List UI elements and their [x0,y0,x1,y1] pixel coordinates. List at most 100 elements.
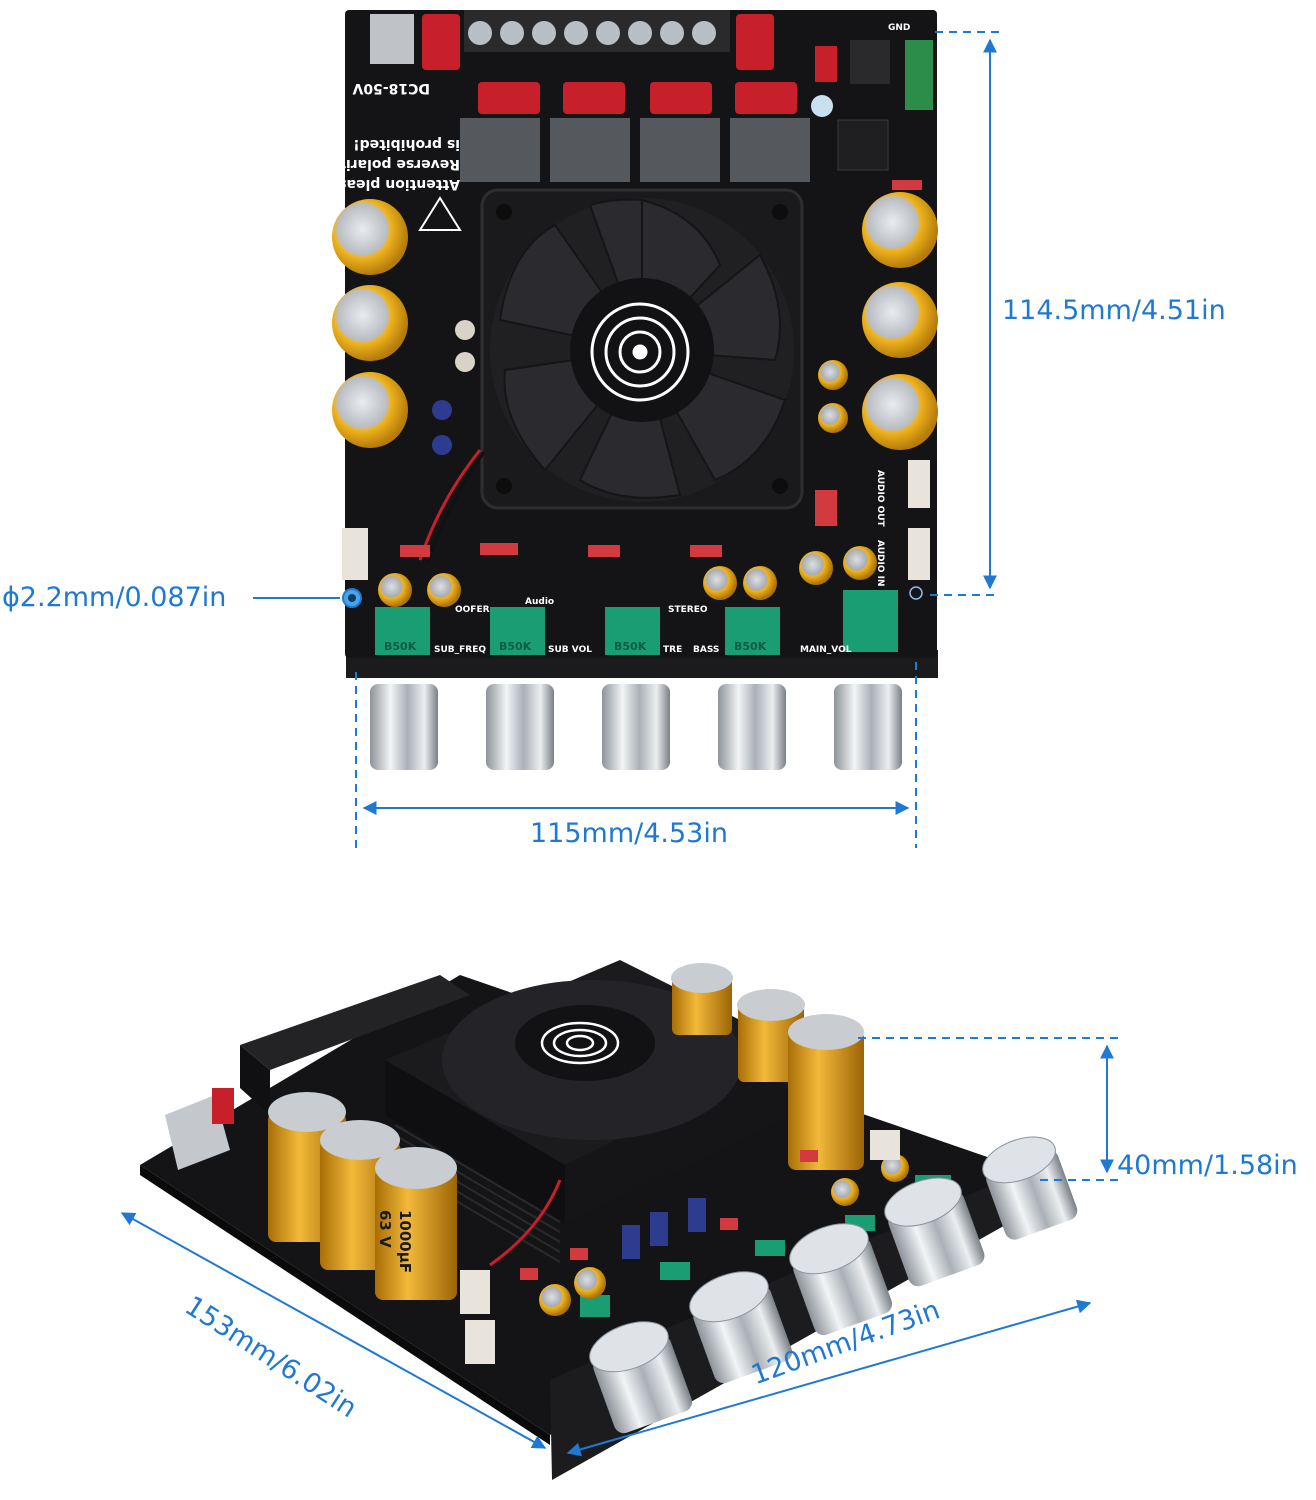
small-capacitor [455,320,475,340]
film-capacitor [478,82,540,114]
cooling-fan [480,188,804,510]
small-capacitor [622,1225,640,1259]
brand-logo-iso-icon [540,1021,620,1065]
small-capacitor [818,360,848,390]
pot-bass [725,607,780,655]
small-capacitor [574,1267,606,1299]
small-capacitor [818,403,848,433]
width-dimension-top: 115mm/4.53in [530,818,728,849]
small-capacitor [650,1212,668,1246]
terminal-block-iso [240,975,470,1070]
small-capacitor [703,566,737,600]
pot-main-vol [843,590,898,652]
bluetooth-module [905,40,933,110]
label-main-vol: MAIN_VOL [800,645,852,655]
connector-iso [870,1130,900,1160]
audio-out-label: AUDIO OUT [875,470,885,528]
top-view-board: Attention please: Reverse polarity is pr… [323,10,938,770]
pot-sub-vol [490,607,545,655]
pot-iso [580,1295,610,1317]
label-stereo: STEREO [668,605,708,615]
inductor [460,118,540,182]
gnd-label: GND [888,23,910,33]
smd-part [570,1248,588,1260]
capacitors-iso-right [671,963,864,1170]
knob-sub-vol [486,684,554,770]
dimension-lines-iso [120,1037,1118,1457]
pot-value: B50K [734,640,767,653]
film-capacitor [735,82,797,114]
electrolytic-capacitor [862,282,938,358]
film-capacitor [736,14,774,70]
smd-part [815,490,837,526]
inductor [640,118,720,182]
power-label: DC18-50V [352,80,430,96]
film-capacitor [650,82,712,114]
label-sub-vol: SUB VOL [548,645,592,655]
small-capacitor [843,546,877,580]
mounting-hole [909,586,923,600]
inductor [730,118,810,182]
warning-triangle-icon [418,196,462,231]
smd-part [690,545,722,557]
pot-value: B50K [499,640,532,653]
cap-value-label: 1000μF [396,1210,414,1273]
knob-treble [602,684,670,770]
pot-sub-freq [375,607,430,655]
label-sub-freq: SUB_FREQ [434,645,486,655]
small-capacitor [811,95,833,117]
small-capacitor [378,573,412,607]
electrolytic-capacitor [862,374,938,450]
cap-voltage-label: 63 V [376,1210,394,1248]
smd-part [520,1268,538,1280]
electrolytic-capacitor [332,372,408,448]
small-capacitor [427,573,461,607]
electrolytic-capacitor [788,1030,864,1170]
label-woofer: OOFER [455,605,490,615]
film-capacitor [212,1088,234,1124]
pot-treble [605,607,660,655]
small-capacitor [831,1178,859,1206]
audio-in-connector [908,528,930,580]
dc-jack [370,14,414,64]
audio-in-label: AUDIO IN [875,540,885,586]
film-capacitor [422,14,460,70]
pot-value: B50K [384,640,417,653]
pot-value: B50K [614,640,647,653]
knob-main-vol [834,684,902,770]
small-capacitor [743,566,777,600]
electrolytic-capacitor [738,1002,804,1082]
smd-part [588,545,620,557]
pot-iso [660,1262,690,1280]
electrolytic-capacitor [862,192,938,268]
warning-line2: Reverse polarity [330,156,460,172]
film-capacitor [815,46,837,82]
fan-connector [342,528,368,580]
warning-line3: is prohibited! [353,136,460,152]
small-capacitor [881,1154,909,1182]
mounting-hole-dimension: ϕ2.2mm/0.087in [2,582,227,613]
polarity-warning: Attention please: Reverse polarity is pr… [323,136,460,192]
connector-iso [465,1320,495,1364]
connector-iso [460,1270,490,1314]
heatsink-iso [565,1050,800,1225]
smd-part [400,545,430,557]
film-capacitor [563,82,625,114]
fan-wire [426,451,486,563]
electrolytic-capacitor [332,285,408,361]
small-capacitor [432,435,452,455]
electrolytic-capacitor [332,199,408,275]
small-capacitor [799,551,833,585]
knob-bass [718,684,786,770]
smd-part [800,1150,818,1162]
small-capacitor [688,1198,706,1232]
smd-part [720,1218,738,1230]
dimension-lines-top [253,31,1000,848]
small-capacitor [539,1284,571,1316]
label-audio: Audio [525,597,554,607]
small-capacitor [432,400,452,420]
label-treble: TRE [663,645,682,655]
smd-part [480,543,518,555]
heatsink-iso [385,1060,565,1225]
